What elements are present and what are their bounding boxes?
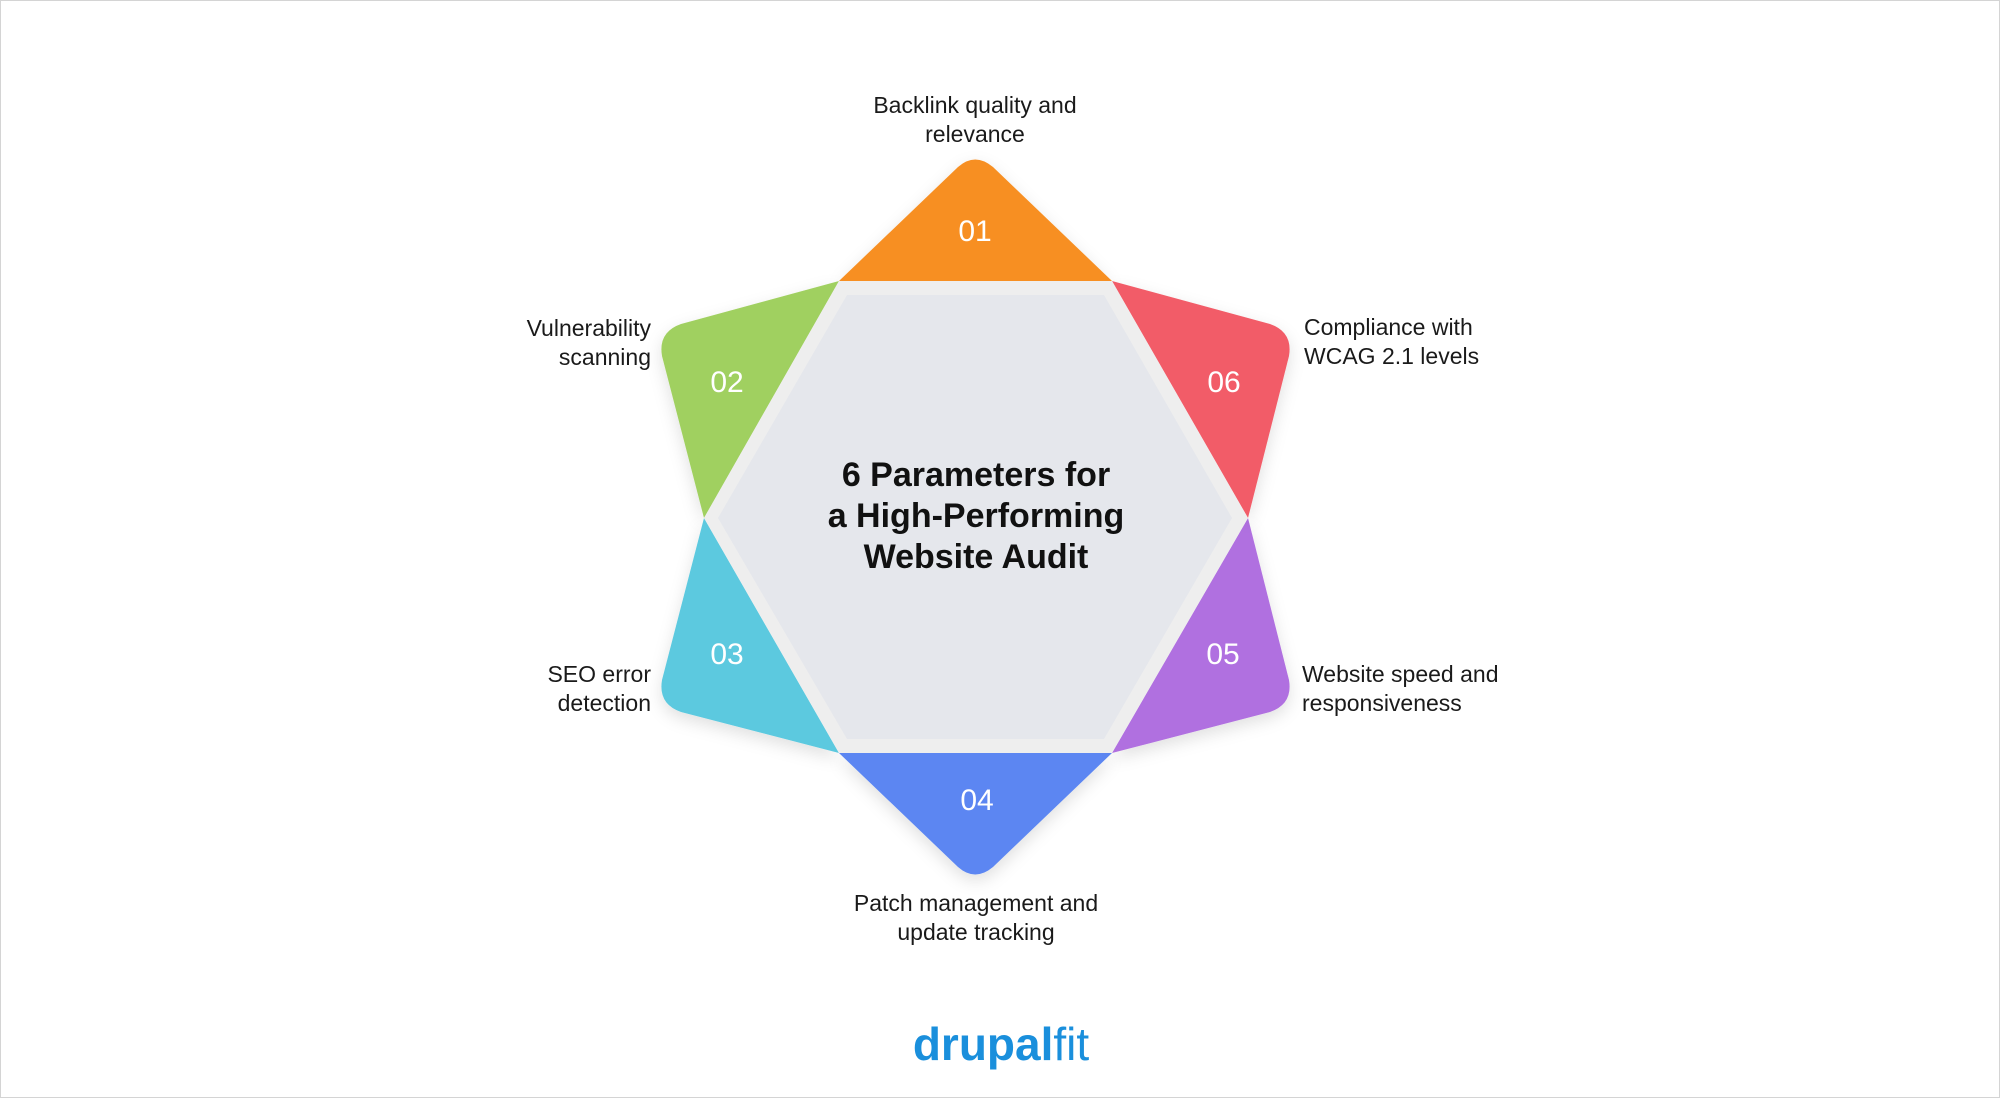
drupalfit-logo: drupalfit (901, 1016, 1101, 1072)
logo-bold-text: drupal (912, 1018, 1054, 1070)
segment-02-number: 02 (710, 366, 743, 399)
diagram-title-line: a High-Performing (827, 497, 1125, 535)
diagram-title-line: 6 Parameters for (841, 456, 1111, 494)
segment-04-triangle (839, 753, 1112, 875)
segment-06-number: 06 (1207, 366, 1240, 399)
parameter-01-label: Backlink quality and relevance (873, 92, 1077, 147)
segment-05-triangle (1112, 518, 1290, 753)
parameter-02-label: Vulnerability scanning (526, 315, 651, 370)
segment-02-triangle (661, 281, 839, 518)
diagram-title: 6 Parameters for a High-Performing Websi… (776, 455, 1176, 578)
diagram-title-line: Website Audit (863, 538, 1089, 576)
segment-06-triangle (1112, 281, 1290, 518)
parameter-04-label: Patch management and update tracking (853, 890, 1099, 945)
segment-01-number: 01 (958, 215, 991, 248)
segment-03-number: 03 (710, 638, 743, 671)
parameter-05-label: Website speed and responsiveness (1302, 661, 1499, 716)
segment-04-number: 04 (960, 784, 993, 817)
parameter-03-label: SEO error detection (547, 661, 651, 716)
segment-05-number: 05 (1206, 638, 1239, 671)
center-hexagon (718, 295, 1232, 739)
segment-01-triangle (839, 159, 1112, 281)
segment-03-triangle (661, 518, 839, 753)
parameter-06-label: Compliance with WCAG 2.1 levels (1304, 314, 1480, 369)
logo-light-text: fit (1053, 1018, 1090, 1070)
